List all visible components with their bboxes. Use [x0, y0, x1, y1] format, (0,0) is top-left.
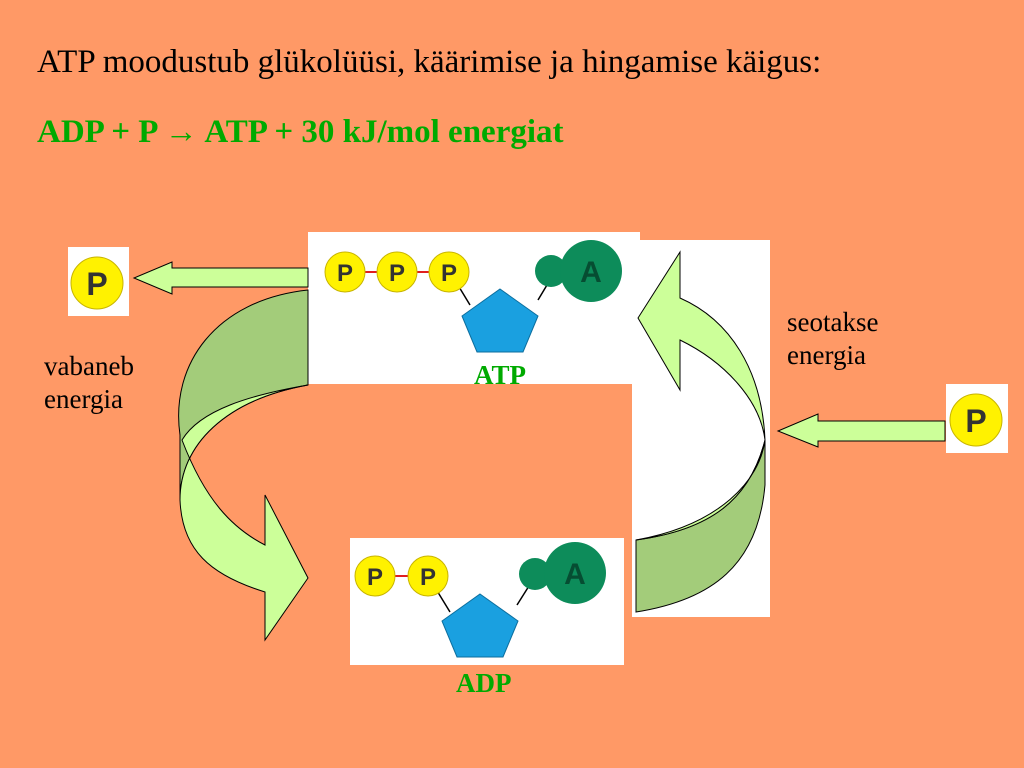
atp-label: ATP [474, 360, 526, 390]
energy-released-line1: vabaneb [44, 351, 134, 381]
ribose-icon [461, 288, 539, 353]
phosphate-label: P [965, 403, 986, 439]
page-title: ATP moodustub glükolüüsi, käärimise ja h… [37, 44, 822, 80]
free-phosphate-left: P [70, 256, 124, 310]
adenine-label: A [580, 256, 602, 289]
equation-right: ATP + 30 kJ/mol energiat [197, 114, 564, 150]
adenine-link-icon [519, 558, 551, 590]
energy-released-line2: energia [44, 384, 123, 414]
phosphate-label: P [86, 266, 107, 302]
adp-label: ADP [456, 668, 512, 698]
phosphate-icon [324, 251, 366, 293]
phosphate-label: P [441, 260, 457, 287]
adp-molecule: P P A [354, 542, 606, 658]
phosphate-icon [949, 393, 1003, 447]
adenine-icon [560, 240, 622, 302]
phosphate-label: P [420, 564, 436, 591]
energy-bound-label: seotakse energia [787, 306, 878, 372]
energy-released-label: vabaneb energia [44, 350, 134, 416]
phosphate-icon [428, 251, 470, 293]
phosphate-label: P [389, 260, 405, 287]
release-phosphate-arrow [132, 261, 309, 295]
energy-bound-line1: seotakse [787, 307, 879, 337]
phosphate-label: P [367, 564, 383, 591]
bind-phosphate-arrow [776, 413, 946, 448]
phosphate-icon [407, 555, 449, 597]
phosphate-icon [70, 256, 124, 310]
adenine-label: A [564, 558, 586, 591]
release-curved-arrow [178, 289, 309, 642]
phosphate-icon [376, 251, 418, 293]
free-phosphate-right: P [949, 393, 1003, 447]
atp-molecule: P P P A [324, 240, 622, 353]
equation-arrow: → [164, 114, 198, 150]
equation-left: ADP + P [37, 114, 165, 150]
phosphate-label: P [337, 260, 353, 287]
energy-bound-line2: energia [787, 340, 866, 370]
bind-curved-arrow [635, 250, 766, 613]
ribose-icon [441, 593, 519, 658]
phosphate-icon [354, 555, 396, 597]
adenine-icon [544, 542, 606, 604]
adenine-link-icon [535, 255, 567, 287]
reaction-equation: ADP + P → ATP + 30 kJ/mol energiat [37, 114, 564, 151]
